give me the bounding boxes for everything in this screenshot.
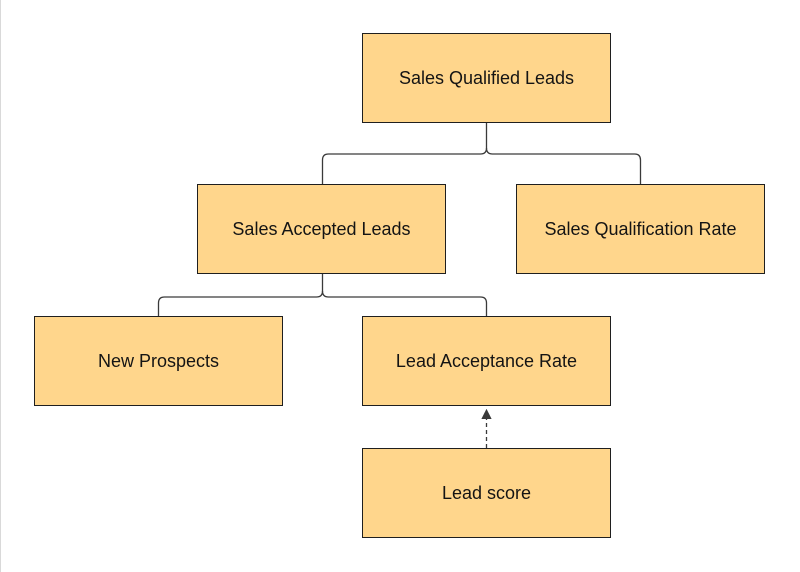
node-sales-accepted-leads[interactable]: Sales Accepted Leads bbox=[197, 184, 446, 274]
node-label: Lead Acceptance Rate bbox=[395, 350, 578, 371]
node-lead-acceptance-rate[interactable]: Lead Acceptance Rate bbox=[362, 316, 611, 406]
node-sales-qualified-leads[interactable]: Sales Qualified Leads bbox=[362, 33, 611, 123]
node-new-prospects[interactable]: New Prospects bbox=[34, 316, 283, 406]
node-lead-score[interactable]: Lead score bbox=[362, 448, 611, 538]
connector-sql-to-sal bbox=[321, 123, 488, 184]
left-border-line bbox=[0, 0, 1, 572]
node-label: New Prospects bbox=[97, 350, 220, 371]
connector-sal-to-np bbox=[157, 274, 324, 316]
node-sales-qualification-rate[interactable]: Sales Qualification Rate bbox=[516, 184, 765, 274]
connector-sql-to-sqr bbox=[485, 147, 642, 184]
node-label: Lead score bbox=[441, 482, 532, 503]
connector-sal-to-lar bbox=[321, 290, 488, 316]
node-label: Sales Accepted Leads bbox=[232, 218, 411, 239]
node-label: Sales Qualification Rate bbox=[544, 218, 737, 239]
node-label: Sales Qualified Leads bbox=[398, 67, 575, 88]
